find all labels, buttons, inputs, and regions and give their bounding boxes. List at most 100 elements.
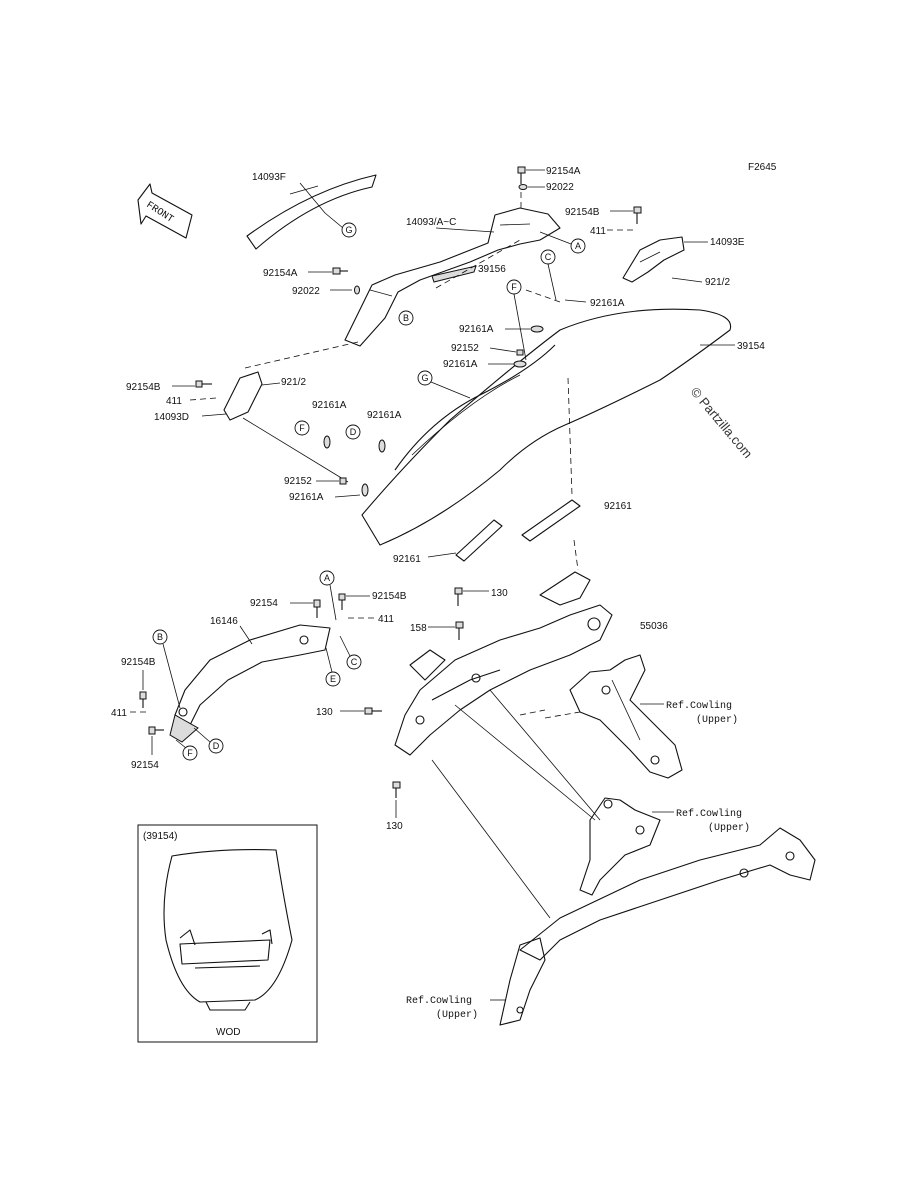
part-14093AC-bracket bbox=[344, 207, 561, 347]
label-411-low: 411 bbox=[111, 708, 127, 719]
watermark: © Partzilla.com bbox=[688, 384, 756, 461]
callout-letter: F bbox=[299, 423, 305, 433]
grommet-icon bbox=[513, 360, 527, 368]
ref-cowling-label: Ref.Cowling bbox=[406, 995, 472, 1007]
label-92161A-right: 92161A bbox=[590, 298, 625, 309]
part-14093D-bracket bbox=[223, 371, 263, 421]
callout-circle bbox=[182, 745, 198, 761]
grommet-icon bbox=[361, 483, 369, 497]
callout-circle bbox=[398, 310, 414, 326]
callout-letter: D bbox=[350, 427, 357, 437]
bolt-icon bbox=[338, 593, 346, 610]
label-130-top: 130 bbox=[491, 588, 508, 599]
label-92022-top: 92022 bbox=[546, 182, 574, 193]
label-411-mid: 411 bbox=[378, 614, 394, 625]
label-14093AC: 14093/A~C bbox=[406, 217, 456, 228]
label-92172-right: 921/2 bbox=[705, 277, 730, 288]
inset-box: (39154) WOD bbox=[137, 824, 318, 1043]
part-39154-windshield bbox=[361, 308, 732, 546]
ref-cowling-sublabel: (Upper) bbox=[708, 822, 750, 834]
label-92161-right: 92161 bbox=[604, 501, 632, 512]
label-14093D: 14093D bbox=[154, 412, 189, 423]
callout-letter: E bbox=[330, 674, 336, 684]
ref-cowling-sublabel: (Upper) bbox=[696, 714, 738, 726]
inset-caption: WOD bbox=[216, 1027, 240, 1038]
label-158: 158 bbox=[410, 623, 427, 634]
label-14093F: 14093F bbox=[252, 172, 286, 183]
bolt-icon bbox=[633, 206, 642, 224]
bolt-icon bbox=[455, 621, 464, 640]
label-92154B-mid: 92154B bbox=[372, 591, 407, 602]
label-92161A-b: 92161A bbox=[443, 359, 478, 370]
part-14093F-strip bbox=[246, 174, 377, 250]
washer-icon bbox=[518, 184, 528, 190]
label-411-top: 411 bbox=[590, 226, 606, 237]
label-92161A-d: 92161A bbox=[367, 410, 402, 421]
callout-letter: D bbox=[213, 741, 220, 751]
label-92154B-low: 92154B bbox=[121, 657, 156, 668]
part-14093E-bracket bbox=[622, 236, 685, 283]
ref-cowling-label: Ref.Cowling bbox=[666, 700, 732, 712]
callout-letter: F bbox=[187, 748, 193, 758]
callout-letter: C bbox=[545, 252, 552, 262]
callout-letter: A bbox=[575, 241, 581, 251]
label-92154-low: 92154 bbox=[131, 760, 159, 771]
label-411-left: 411 bbox=[166, 396, 182, 407]
ref-cowling-sublabel: (Upper) bbox=[436, 1009, 478, 1021]
bolt-icon bbox=[332, 267, 348, 275]
callout-letter: G bbox=[345, 225, 352, 235]
label-92152-b: 92152 bbox=[284, 476, 312, 487]
label-92152-a: 92152 bbox=[451, 343, 479, 354]
part-16146-panel bbox=[169, 624, 331, 743]
callout-letter: B bbox=[157, 632, 163, 642]
bolt-icon bbox=[139, 691, 147, 708]
label-92154-mid: 92154 bbox=[250, 598, 278, 609]
part-cowling-frame-lower bbox=[499, 797, 816, 1026]
bolt-icon bbox=[454, 587, 463, 606]
inset-title: (39154) bbox=[143, 831, 177, 842]
label-92161A-e: 92161A bbox=[289, 492, 324, 503]
callout-circle bbox=[346, 654, 362, 670]
bolt-icon bbox=[364, 707, 382, 715]
callout-circle bbox=[208, 738, 224, 754]
bolt-icon bbox=[148, 726, 164, 735]
diagram-code: F2645 bbox=[748, 162, 777, 173]
grommet-icon bbox=[378, 439, 386, 453]
callout-circle bbox=[319, 570, 335, 586]
label-39154: 39154 bbox=[737, 341, 765, 352]
label-92172-left: 921/2 bbox=[281, 377, 306, 388]
label-92154A-top: 92154A bbox=[546, 166, 581, 177]
bolt-icon bbox=[392, 781, 401, 798]
callout-letter: B bbox=[403, 313, 409, 323]
label-16146: 16146 bbox=[210, 616, 238, 627]
callout-letter: G bbox=[421, 373, 428, 383]
bolt-icon bbox=[313, 599, 321, 618]
label-92154A-left: 92154A bbox=[263, 268, 298, 279]
callout-circle bbox=[294, 420, 310, 436]
label-130-bottom: 130 bbox=[386, 821, 403, 832]
nut-icon bbox=[339, 477, 347, 485]
part-92161-strip bbox=[521, 499, 581, 542]
callout-circle bbox=[345, 424, 361, 440]
callout-circle bbox=[570, 238, 586, 254]
part-39156-plate bbox=[431, 265, 477, 283]
label-92161A-a: 92161A bbox=[459, 324, 494, 335]
callout-circle bbox=[325, 671, 341, 687]
front-arrow-icon: FRONT bbox=[137, 183, 193, 239]
label-14093E: 14093E bbox=[710, 237, 745, 248]
label-92154B-left: 92154B bbox=[126, 382, 161, 393]
label-92161-left: 92161 bbox=[393, 554, 421, 565]
part-92161-strip bbox=[455, 519, 503, 562]
ref-cowling-label: Ref.Cowling bbox=[676, 808, 742, 820]
callout-letter: A bbox=[324, 573, 330, 583]
label-39156: 39156 bbox=[478, 264, 506, 275]
bolt-icon bbox=[517, 166, 526, 184]
callout-letter: F bbox=[511, 282, 517, 292]
label-130-mid: 130 bbox=[316, 707, 333, 718]
grommet-icon bbox=[530, 325, 544, 333]
label-92022-left: 92022 bbox=[292, 286, 320, 297]
callout-circle bbox=[417, 370, 433, 386]
label-92154B-top: 92154B bbox=[565, 207, 600, 218]
bolt-icon bbox=[195, 380, 212, 388]
